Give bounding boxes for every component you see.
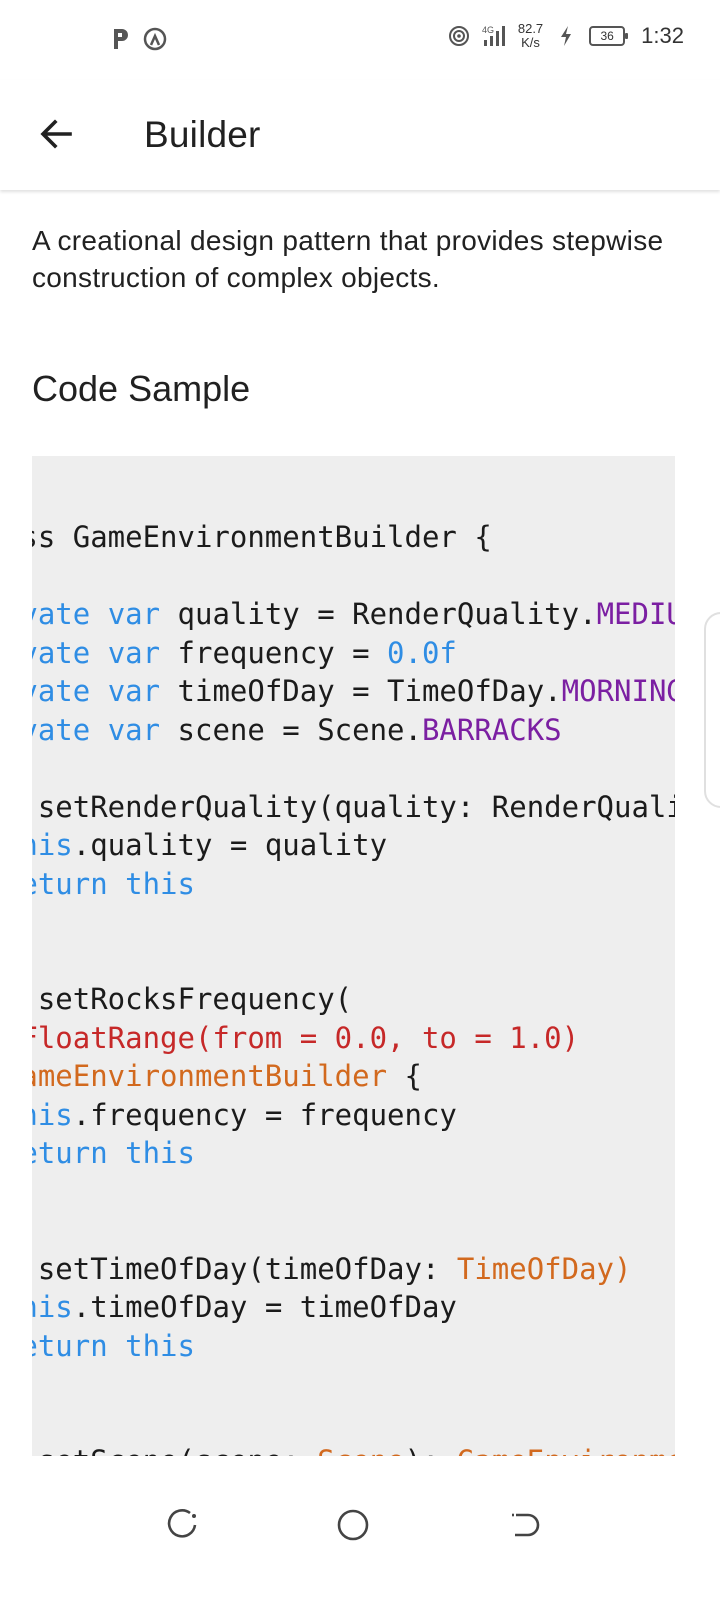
network-type: 4G — [482, 25, 494, 35]
code-line: class GameEnvironmentBuilder { — [32, 518, 675, 557]
net-speed-unit: K/s — [521, 35, 540, 50]
code-line — [32, 1211, 675, 1250]
code-line: fun setRocksFrequency( — [32, 980, 675, 1019]
status-left-icons — [108, 26, 168, 52]
code-line: return this — [32, 1327, 675, 1366]
battery-indicator: 36 — [589, 26, 629, 46]
code-token: timeOfDay = TimeOfDay. — [177, 674, 562, 708]
code-line: private var quality = RenderQuality.MEDI… — [32, 595, 675, 634]
code-token: class GameEnvironmentBuilder { — [32, 520, 492, 554]
code-token: ): — [405, 1444, 457, 1456]
section-title-code-sample: Code Sample — [32, 368, 251, 409]
code-line: @FloatRange(from = 0.0, to = 1.0) — [32, 1019, 675, 1058]
code-token: MORNING — [561, 674, 675, 708]
recents-icon — [166, 1508, 200, 1547]
code-line — [32, 942, 675, 981]
code-line — [32, 749, 675, 788]
code-line: this.frequency = frequency — [32, 1096, 675, 1135]
app-bar: Builder — [0, 80, 720, 190]
code-line: private var timeOfDay = TimeOfDay.MORNIN… — [32, 672, 675, 711]
charging-icon — [553, 23, 579, 49]
code-line: return this — [32, 1134, 675, 1173]
code-line — [32, 557, 675, 596]
code-line: fun setTimeOfDay(timeOfDay: TimeOfDay) — [32, 1250, 675, 1289]
code-token: GameEnvironmentBuilder — [457, 1444, 675, 1456]
cast-icon — [142, 26, 168, 52]
code-token: fun setRenderQuality(quality: RenderQual… — [37, 789, 675, 824]
code-token: scene = Scene. — [177, 712, 422, 747]
p-app-icon — [108, 26, 134, 52]
code-token: TimeOfDay) — [456, 1251, 632, 1286]
back-button[interactable] — [30, 110, 82, 162]
code-line — [32, 1173, 675, 1212]
code-line — [32, 903, 675, 942]
clock: 1:32 — [641, 23, 684, 48]
code-token: .frequency = frequency — [72, 1097, 457, 1132]
code-token: return this — [32, 866, 195, 901]
code-line — [32, 1404, 675, 1443]
code-lines: class GameEnvironmentBuilder { private va… — [32, 518, 675, 1456]
status-bar: 4G 82.7 K/s 36 1:32 — [0, 0, 720, 80]
code-token: private — [32, 597, 91, 631]
code-token: 0.0f — [387, 635, 457, 670]
net-speed-value: 82.7 — [517, 21, 544, 36]
code-token: @FloatRange(from = 0.0, to = 1.0) — [32, 1020, 580, 1055]
code-line: fun setRenderQuality(quality: RenderQual… — [32, 788, 675, 827]
code-token: return this — [32, 1328, 195, 1363]
code-line: private var scene = Scene.BARRACKS — [32, 711, 675, 750]
code-token: this — [32, 828, 73, 862]
code-token: MEDIUM — [596, 597, 675, 631]
pattern-description: A creational design pattern that provide… — [32, 225, 664, 293]
code-token: return this — [32, 1136, 195, 1170]
code-token: fun setTimeOfDay(timeOfDay: — [37, 1251, 440, 1286]
code-token: this — [32, 1097, 73, 1132]
system-nav-bar — [0, 1456, 720, 1600]
code-token: GameEnvironmentBuilder — [32, 1059, 388, 1093]
edge-panel-handle[interactable] — [704, 612, 720, 808]
net-speed: 82.7 K/s — [518, 22, 543, 50]
code-token: .timeOfDay = timeOfDay — [72, 1290, 457, 1324]
code-token: var — [107, 674, 178, 708]
code-token: { — [404, 1059, 422, 1093]
code-line: this.quality = quality — [32, 826, 675, 865]
code-token: var — [107, 635, 178, 670]
code-token: var — [107, 712, 178, 747]
code-token: .quality = quality — [72, 828, 388, 862]
hotspot-icon — [446, 23, 472, 49]
code-token: frequency = — [177, 635, 388, 670]
home-circle-icon — [335, 1507, 371, 1548]
code-token: private — [32, 635, 91, 670]
code-line: return this — [32, 865, 675, 904]
code-sample-block[interactable]: class GameEnvironmentBuilder { private va… — [32, 456, 675, 1456]
code-token: fun setRocksFrequency( — [37, 982, 353, 1016]
code-token: this — [32, 1290, 73, 1324]
code-token: quality = RenderQuality. — [177, 597, 597, 631]
recents-button[interactable] — [158, 1502, 208, 1552]
code-token: private — [32, 674, 91, 708]
code-line: fun setScene(scene: Scene): GameEnvironm… — [32, 1442, 675, 1456]
signal-icon: 4G — [482, 23, 508, 49]
code-token: Scene — [317, 1444, 404, 1456]
code-token: fun setScene(scene: — [32, 1444, 317, 1456]
code-line: this.timeOfDay = timeOfDay — [32, 1288, 675, 1327]
code-token: var — [107, 597, 178, 631]
code-line: GameEnvironmentBuilder { — [32, 1057, 675, 1096]
code-line: private var frequency = 0.0f — [32, 634, 675, 673]
arrow-back-icon — [38, 116, 74, 157]
page-title: Builder — [144, 114, 261, 155]
code-line — [32, 1365, 675, 1404]
system-back-button[interactable] — [498, 1502, 548, 1552]
code-token: private — [32, 712, 91, 747]
status-right-icons: 4G 82.7 K/s 36 1:32 — [446, 22, 684, 50]
code-token: BARRACKS — [421, 712, 562, 747]
home-button[interactable] — [328, 1502, 378, 1552]
system-back-icon — [506, 1508, 540, 1547]
